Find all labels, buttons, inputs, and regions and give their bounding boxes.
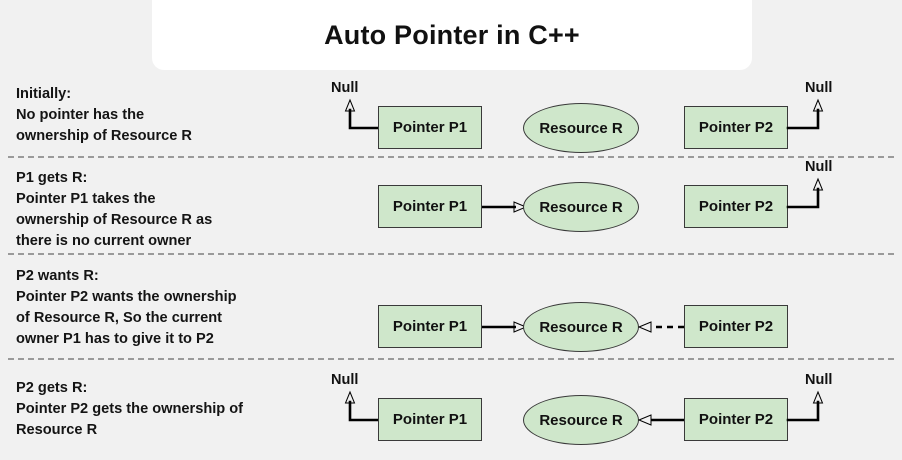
row-p2-gets-r-resource-r: Resource R — [523, 395, 639, 445]
row-initially-pointer-p1: Pointer P1 — [378, 106, 482, 149]
row-p2-wants-r-pointer-p1: Pointer P1 — [378, 305, 482, 348]
row-p2-gets-r-description: P2 gets R: Pointer P2 gets the ownership… — [16, 380, 244, 438]
row-p1-gets-r-pointer-p1: Pointer P1 — [378, 185, 482, 228]
row-p2-gets-r-p1-null-label: Null — [331, 372, 359, 388]
row-p1-gets-r-pointer-p2: Pointer P2 — [684, 185, 788, 228]
row-p1-gets-r: P1 gets R: Pointer P1 takes the ownershi… — [0, 156, 902, 253]
row-p1-gets-r-description: P1 gets R: Pointer P1 takes the ownershi… — [16, 170, 213, 249]
row-p2-gets-r-p2-null-label: Null — [805, 372, 833, 388]
row-initially-description: Initially: No pointer has the ownership … — [16, 86, 192, 144]
row-p2-wants-r-description: P2 wants R: Pointer P2 wants the ownersh… — [16, 268, 237, 347]
row-p2-wants-r-p2-to-resource-dashed-arrow — [637, 321, 684, 333]
row-initially: Initially: No pointer has the ownership … — [0, 0, 902, 156]
row-p2-wants-r-p1-to-resource-arrow — [482, 321, 528, 333]
row-initially-p2-null-arrow — [786, 98, 824, 130]
row-p2-gets-r-pointer-p2: Pointer P2 — [684, 398, 788, 441]
row-p2-gets-r-pointer-p1: Pointer P1 — [378, 398, 482, 441]
row-p2-wants-r-pointer-p2: Pointer P2 — [684, 305, 788, 348]
row-separator-3 — [8, 358, 894, 360]
row-p2-gets-r-p2-null-arrow — [786, 390, 824, 422]
title-card: Auto Pointer in C++ — [152, 0, 752, 70]
row-separator-1 — [8, 156, 894, 158]
row-p2-wants-r: P2 wants R: Pointer P2 wants the ownersh… — [0, 253, 902, 358]
row-p2-gets-r: P2 gets R: Pointer P2 gets the ownership… — [0, 358, 902, 460]
row-p1-gets-r-p1-to-resource-arrow — [482, 201, 528, 213]
row-initially-pointer-p2: Pointer P2 — [684, 106, 788, 149]
row-initially-p2-null-label: Null — [805, 80, 833, 96]
row-p2-wants-r-resource-r: Resource R — [523, 302, 639, 352]
page-title: Auto Pointer in C++ — [324, 19, 580, 50]
row-p1-gets-r-p2-null-label: Null — [805, 159, 833, 175]
row-initially-resource-r: Resource R — [523, 103, 639, 153]
row-p1-gets-r-resource-r: Resource R — [523, 182, 639, 232]
row-p1-gets-r-p2-null-arrow — [786, 177, 824, 209]
row-p2-gets-r-p1-null-arrow — [344, 390, 380, 422]
row-initially-p1-null-label: Null — [331, 80, 359, 96]
row-separator-2 — [8, 253, 894, 255]
row-initially-p1-null-arrow — [344, 98, 380, 130]
row-p2-gets-r-p2-to-resource-arrow — [637, 414, 684, 426]
